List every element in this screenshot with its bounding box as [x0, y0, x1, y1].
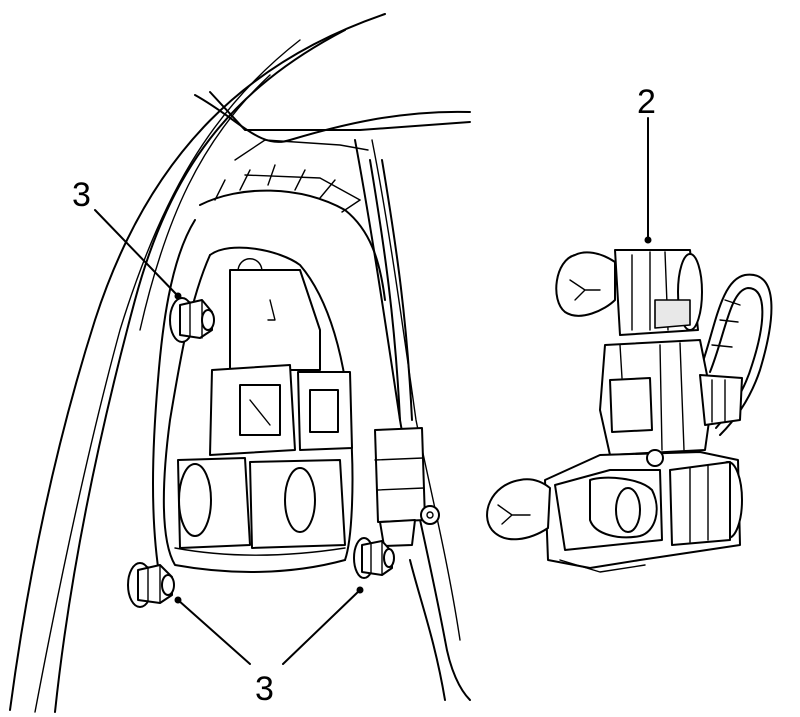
callout-bottom: 3 — [255, 670, 274, 708]
callout-top-right: 2 — [637, 83, 656, 121]
callout-top-left: 3 — [72, 176, 91, 214]
leader-lines — [94, 117, 652, 665]
nut-bottom-right — [353, 537, 395, 579]
lamp-housing — [152, 164, 386, 581]
bulb-holder-assembly — [486, 249, 773, 573]
body-panel — [9, 13, 471, 713]
nut-bottom-left — [127, 562, 175, 608]
wiring-connector — [369, 159, 446, 701]
nut-top-left — [169, 297, 215, 343]
